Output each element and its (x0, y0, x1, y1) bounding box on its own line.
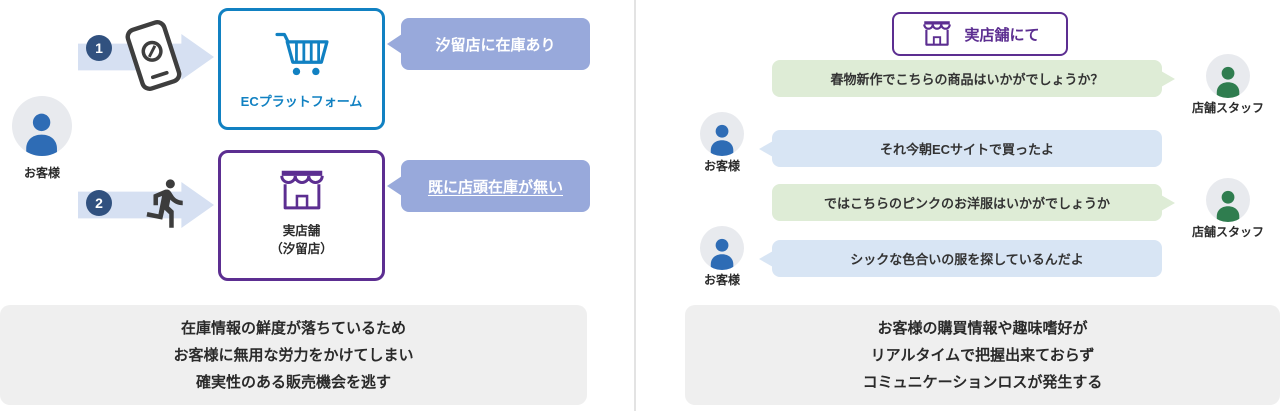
callout-tail-icon (387, 34, 402, 54)
no-stock-callout: 既に店頭在庫が無い (387, 160, 590, 212)
bubble-tail-icon (1161, 195, 1175, 211)
running-person-icon (140, 176, 194, 230)
customer-avatar (700, 226, 744, 270)
person-icon (1216, 190, 1240, 222)
chat-bubble-staff-2: ではこちらのピンクのお洋服はいかがでしょうか (772, 184, 1175, 221)
person-icon (26, 113, 58, 156)
storefront-icon (279, 170, 324, 210)
right-summary-line1: お客様の購買情報や趣味嗜好が (877, 319, 1088, 337)
right-summary-box: お客様の購買情報や趣味嗜好が リアルタイムで把握出来ておらず コミュニケーション… (685, 305, 1280, 405)
store-label-line2: （汐留店） (270, 241, 333, 256)
staff-avatar (1206, 178, 1250, 222)
chat-text: ではこちらのピンクのお洋服はいかがでしょうか (823, 196, 1110, 211)
chat-text: それ今朝ECサイトで買ったよ (879, 142, 1055, 157)
bubble-tail-icon (759, 141, 773, 157)
left-summary-line2: お客様に無用な労力をかけてしまい (173, 346, 414, 364)
smartphone-icon (122, 17, 182, 91)
person-icon (1216, 66, 1240, 98)
left-summary-line1: 在庫情報の鮮度が落ちているため (180, 319, 406, 337)
physical-store-label: 実店舗 （汐留店） (270, 223, 333, 258)
person-icon (710, 124, 734, 156)
customer-label: お客様 (23, 166, 60, 180)
step2-number: 2 (86, 190, 112, 216)
chat-bubble-customer-1: それ今朝ECサイトで買ったよ (759, 130, 1162, 167)
left-summary-box: 在庫情報の鮮度が落ちているため お客様に無用な労力をかけてしまい 確実性のある販… (0, 305, 587, 405)
customer-label: お客様 (703, 273, 740, 287)
in-store-badge-label: 実店舗にて (964, 26, 1040, 44)
step1-number: 1 (86, 35, 112, 61)
chat-bubble-staff-1: 春物新作でこちらの商品はいかがでしょうか？ (772, 60, 1175, 97)
staff-avatar (1206, 54, 1250, 98)
stock-available-callout: 汐留店に在庫あり (387, 18, 590, 70)
in-store-badge: 実店舗にて (892, 12, 1068, 56)
bubble-tail-icon (1161, 71, 1175, 87)
store-label-line1: 実店舗 (282, 224, 321, 238)
staff-label: 店舗スタッフ (1191, 225, 1264, 239)
storefront-icon (923, 21, 952, 46)
no-stock-text: 既に店頭在庫が無い (427, 178, 563, 196)
physical-store-box: 実店舗 （汐留店） (218, 150, 385, 281)
right-summary-line3: コミュニケーションロスが発生する (862, 373, 1103, 391)
panel-divider (634, 0, 636, 411)
left-summary-line3: 確実性のある販売機会を逃す (195, 373, 391, 391)
right-summary-line2: リアルタイムで把握出来ておらず (870, 346, 1095, 364)
customer-avatar (700, 112, 744, 156)
bubble-tail-icon (759, 251, 773, 267)
shopping-cart-icon (274, 32, 329, 76)
callout-tail-icon (387, 176, 402, 196)
chat-bubble-customer-2: シックな色合いの服を探しているんだよ (759, 240, 1162, 277)
stock-available-text: 汐留店に在庫あり (435, 36, 556, 54)
person-icon (710, 238, 734, 270)
customer-avatar (12, 96, 72, 156)
chat-text: 春物新作でこちらの商品はいかがでしょうか？ (830, 72, 1104, 87)
ec-platform-box: ECプラットフォーム (218, 8, 385, 130)
ec-platform-label: ECプラットフォーム (240, 94, 363, 109)
customer-label: お客様 (703, 159, 740, 173)
staff-label: 店舗スタッフ (1191, 101, 1264, 115)
chat-text: シックな色合いの服を探しているんだよ (850, 252, 1084, 267)
